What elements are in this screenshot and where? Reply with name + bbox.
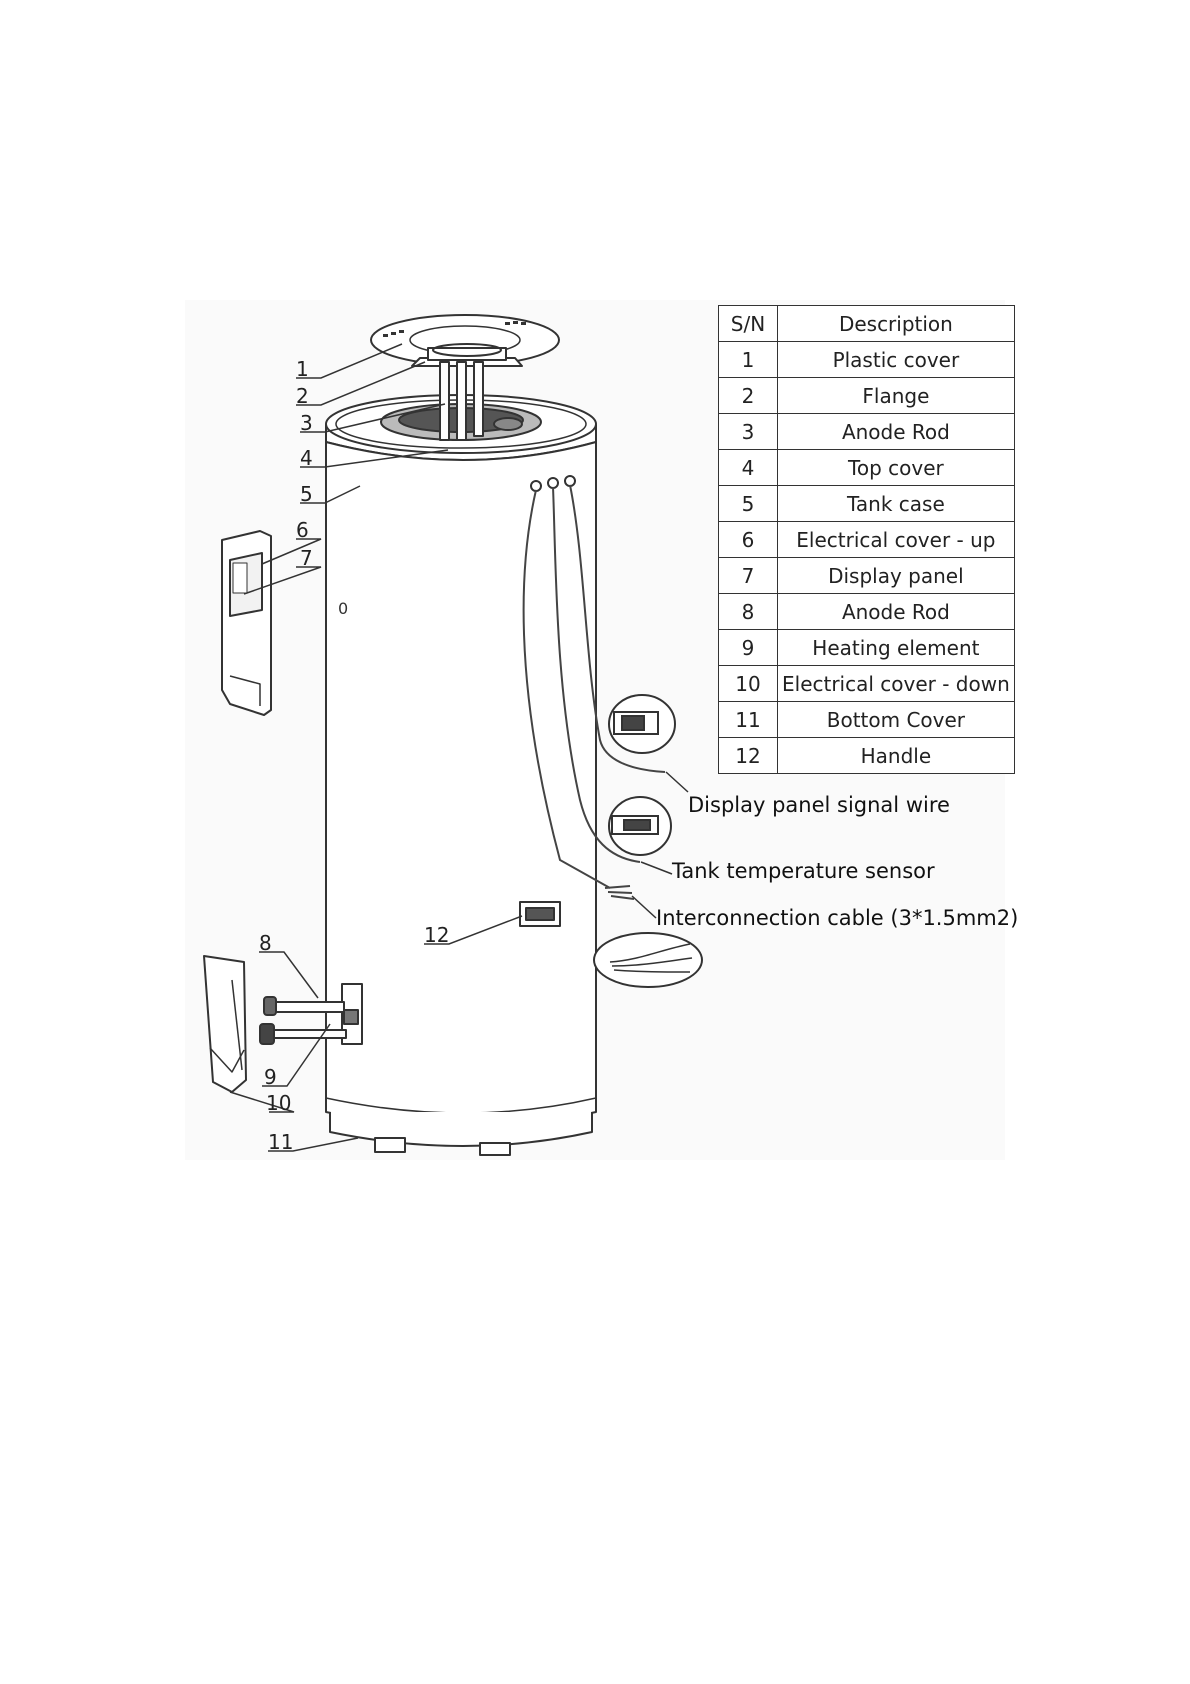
callout-11: 11 [268,1130,293,1154]
cables [522,484,666,900]
row-sn: 2 [718,377,778,414]
row-description: Display panel [777,557,1015,594]
header-sn: S/N [718,305,778,342]
row-sn: 4 [718,449,778,486]
table-header-row: S/N Description [718,305,1015,342]
row-description: Tank case [777,485,1015,522]
callout-7: 7 [300,546,313,570]
svg-text:0: 0 [338,599,348,618]
row-description: Electrical cover - up [777,521,1015,558]
flange-part [411,343,523,367]
interconnection-cable-detail [593,932,703,988]
row-sn: 7 [718,557,778,594]
handle-part [519,901,561,927]
anode-rod-upper-part [439,361,484,441]
row-sn: 12 [718,737,778,774]
callout-6: 6 [296,518,309,542]
callout-5: 5 [300,482,313,506]
display-wire-annotation: Display panel signal wire [688,793,950,817]
row-description: Electrical cover - down [777,665,1015,702]
row-sn: 5 [718,485,778,522]
callout-10: 10 [266,1091,291,1115]
row-sn: 1 [718,341,778,378]
leader-lines [229,343,689,1152]
interconnection-annotation: Interconnection cable (3*1.5mm2) [656,906,1018,930]
callout-1: 1 [296,357,309,381]
row-sn: 9 [718,629,778,666]
tank-sensor-annotation: Tank temperature sensor [671,859,935,883]
sensor-connector-detail [608,796,672,856]
row-sn: 6 [718,521,778,558]
row-description: Flange [777,377,1015,414]
callout-12: 12 [424,923,449,947]
electrical-cover-down-part [203,955,247,1093]
callout-9: 9 [264,1065,277,1089]
row-sn: 10 [718,665,778,702]
row-description: Plastic cover [777,341,1015,378]
row-description: Handle [777,737,1015,774]
electrical-cover-up-part [221,530,272,716]
row-sn: 8 [718,593,778,630]
row-description: Bottom Cover [777,701,1015,738]
header-description: Description [777,305,1015,342]
callout-8: 8 [259,931,272,955]
row-description: Anode Rod [777,413,1015,450]
heating-element-part [259,983,363,1045]
row-description: Heating element [777,629,1015,666]
bottom-cover-part [329,1112,593,1156]
row-description: Top cover [777,449,1015,486]
row-sn: 3 [718,413,778,450]
callout-2: 2 [296,384,309,408]
row-sn: 11 [718,701,778,738]
callout-4: 4 [300,446,313,470]
signal-wire-connector-detail [608,694,676,754]
callout-3: 3 [300,411,313,435]
row-description: Anode Rod [777,593,1015,630]
